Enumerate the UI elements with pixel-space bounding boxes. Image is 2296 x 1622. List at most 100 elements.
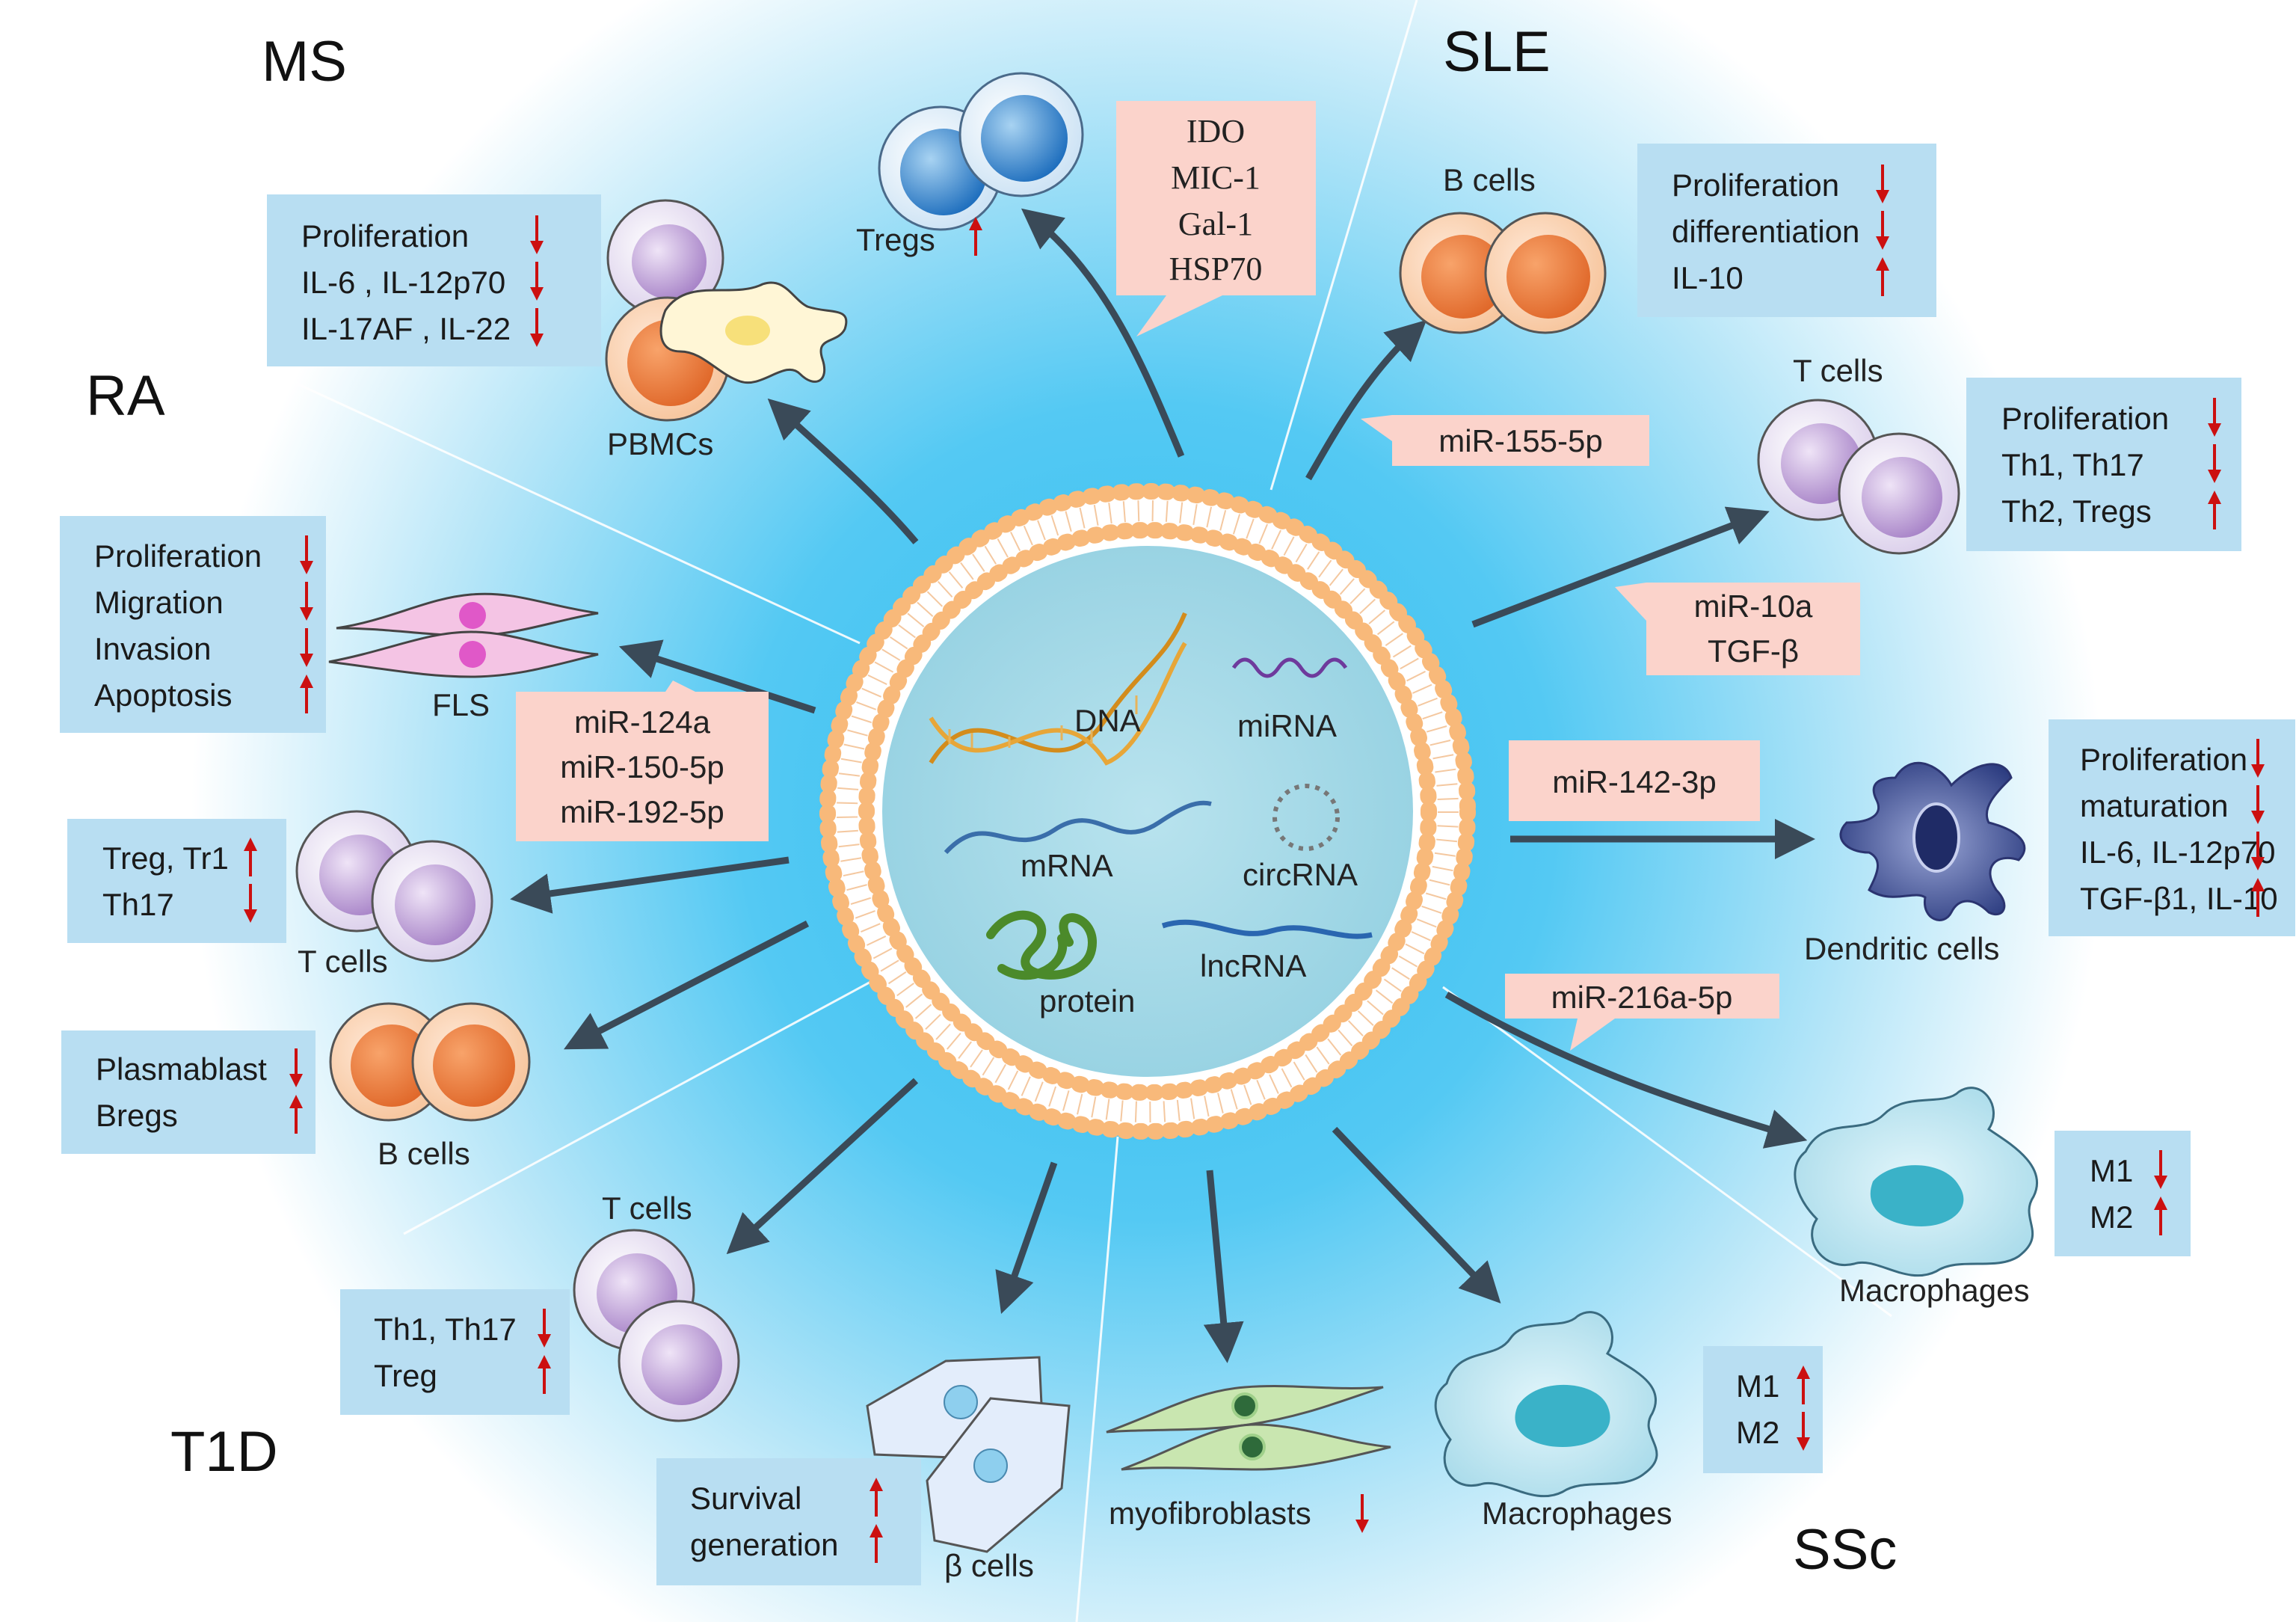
- protein-label: protein: [1039, 983, 1135, 1019]
- mrna-label: mRNA: [1021, 848, 1113, 883]
- beta-cells-label: β cells: [944, 1548, 1034, 1583]
- macrophage-bottom-icon: [1434, 1311, 1658, 1498]
- box-row-text: Treg, Tr1: [102, 841, 229, 876]
- sle-b-cells-label: B cells: [1443, 162, 1536, 197]
- macrophages-right-label: Macrophages: [1839, 1273, 2029, 1308]
- box-row-text: IL-17AF , IL-22: [301, 311, 511, 346]
- macrophages-bottom-label: Macrophages: [1482, 1496, 1672, 1531]
- box-row-text: M1: [1736, 1368, 1779, 1404]
- box-row-text: Proliferation: [2001, 401, 2169, 436]
- mrna-icon: [944, 800, 1212, 855]
- sector-dividers: [0, 0, 1892, 1622]
- mirna-label: miRNA: [1237, 708, 1337, 743]
- box-row-text: generation: [690, 1527, 839, 1562]
- box-ra-b: [61, 1030, 316, 1154]
- box-beta-rows: Survival generation: [690, 1478, 883, 1563]
- box-row-text: M2: [2090, 1199, 2133, 1235]
- box-row-text: Plasmablast: [96, 1051, 267, 1087]
- box-row-text: Proliferation: [2080, 742, 2247, 777]
- svg-text:TGF-β: TGF-β: [1708, 633, 1799, 669]
- box-row-text: Proliferation: [1672, 168, 1839, 203]
- box-row-text: Invasion: [94, 631, 211, 666]
- box-row-text: Proliferation: [94, 538, 262, 574]
- down-arrow-icon: [1876, 211, 1889, 250]
- down-arrow-icon: [530, 308, 544, 347]
- box-ra-t: [67, 819, 286, 943]
- up-arrow-icon: [289, 1095, 303, 1134]
- box-fls: [60, 516, 326, 733]
- svg-text:miR-192-5p: miR-192-5p: [560, 794, 724, 829]
- callout-mir10a: miR-10a TGF-β: [1615, 583, 1860, 675]
- lncrna-icon: [1161, 919, 1373, 939]
- up-arrow-icon: [870, 1478, 883, 1517]
- protein-icon: [986, 910, 1097, 980]
- svg-text:IDO: IDO: [1187, 113, 1245, 150]
- box-row-text: Migration: [94, 585, 224, 620]
- sle-t-cells-icon: [1757, 399, 1960, 555]
- tregs-indicator-icon: [969, 217, 982, 256]
- down-arrow-icon: [300, 628, 313, 667]
- box-row-text: Th1, Th17: [2001, 447, 2144, 482]
- svg-text:miR-155-5p: miR-155-5p: [1438, 423, 1602, 458]
- tregs-up-arrow-icon: [969, 217, 982, 256]
- down-arrow-icon: [1797, 1412, 1810, 1451]
- disease-label-sle: SLE: [1443, 20, 1551, 84]
- box-row-text: IL-10: [1672, 260, 1743, 295]
- down-arrow-icon: [244, 884, 257, 923]
- callout-mir142: miR-142-3p: [1509, 740, 1760, 821]
- down-arrow-icon: [530, 262, 544, 301]
- down-arrow-icon: [300, 582, 313, 621]
- up-arrow-icon: [538, 1355, 551, 1394]
- svg-text:miR-10a: miR-10a: [1694, 589, 1813, 624]
- up-arrow-icon: [2251, 878, 2265, 917]
- box-row-text: Th1, Th17: [374, 1312, 517, 1347]
- callout-ra-mirs: miR-124a miR-150-5p miR-192-5p: [516, 681, 769, 841]
- disease-label-ssc: SSc: [1793, 1518, 1897, 1582]
- box-t1d-t: [340, 1289, 570, 1415]
- box-pbmc: [267, 194, 601, 366]
- down-arrow-icon: [2251, 832, 2265, 870]
- dendritic-cells-label: Dendritic cells: [1804, 931, 1999, 966]
- ra-t-cells-label: T cells: [298, 944, 388, 979]
- box-row-text: M2: [1736, 1415, 1779, 1450]
- t1d-t-cells-icon: [573, 1229, 740, 1422]
- svg-text:MIC-1: MIC-1: [1171, 159, 1261, 196]
- fls-cell-icon: [328, 592, 599, 678]
- exosome-vesicle: DNA miRNA mRNA circRNA protein lncRNA: [819, 483, 1476, 1140]
- down-arrow-icon: [2251, 739, 2265, 778]
- dna-label: DNA: [1074, 703, 1141, 738]
- svg-text:miR-124a: miR-124a: [574, 704, 711, 740]
- tregs-label: Tregs: [856, 222, 935, 257]
- ra-t-cells-icon: [295, 810, 493, 962]
- box-row-text: Apoptosis: [94, 678, 232, 713]
- fls-label: FLS: [432, 687, 490, 722]
- box-row-text: IL-6 , IL-12p70: [301, 265, 505, 300]
- myofibroblasts-icon: [1106, 1385, 1391, 1471]
- box-row-text: Survival: [690, 1481, 801, 1516]
- t1d-t-cells-label: T cells: [602, 1191, 692, 1226]
- disease-label-ms: MS: [262, 30, 347, 93]
- lncrna-label: lncRNA: [1200, 948, 1306, 983]
- macrophage-right-icon: [1794, 1087, 2039, 1277]
- box-dendritic: [2049, 719, 2295, 936]
- circrna-icon: [1272, 784, 1340, 851]
- svg-text:miR-142-3p: miR-142-3p: [1552, 764, 1716, 799]
- tregs-cell-icon: [878, 72, 1084, 231]
- disease-label-t1d: T1D: [170, 1420, 278, 1484]
- down-arrow-icon: [2251, 785, 2265, 824]
- svg-text:HSP70: HSP70: [1169, 251, 1263, 287]
- box-mac-bottom: [1703, 1346, 1823, 1473]
- circrna-label: circRNA: [1243, 857, 1358, 892]
- box-row-text: Th2, Tregs: [2001, 494, 2152, 529]
- pbmc-cell-icon: [605, 199, 848, 422]
- callout-mir216: miR-216a-5p: [1505, 974, 1779, 1051]
- up-arrow-icon: [244, 838, 257, 876]
